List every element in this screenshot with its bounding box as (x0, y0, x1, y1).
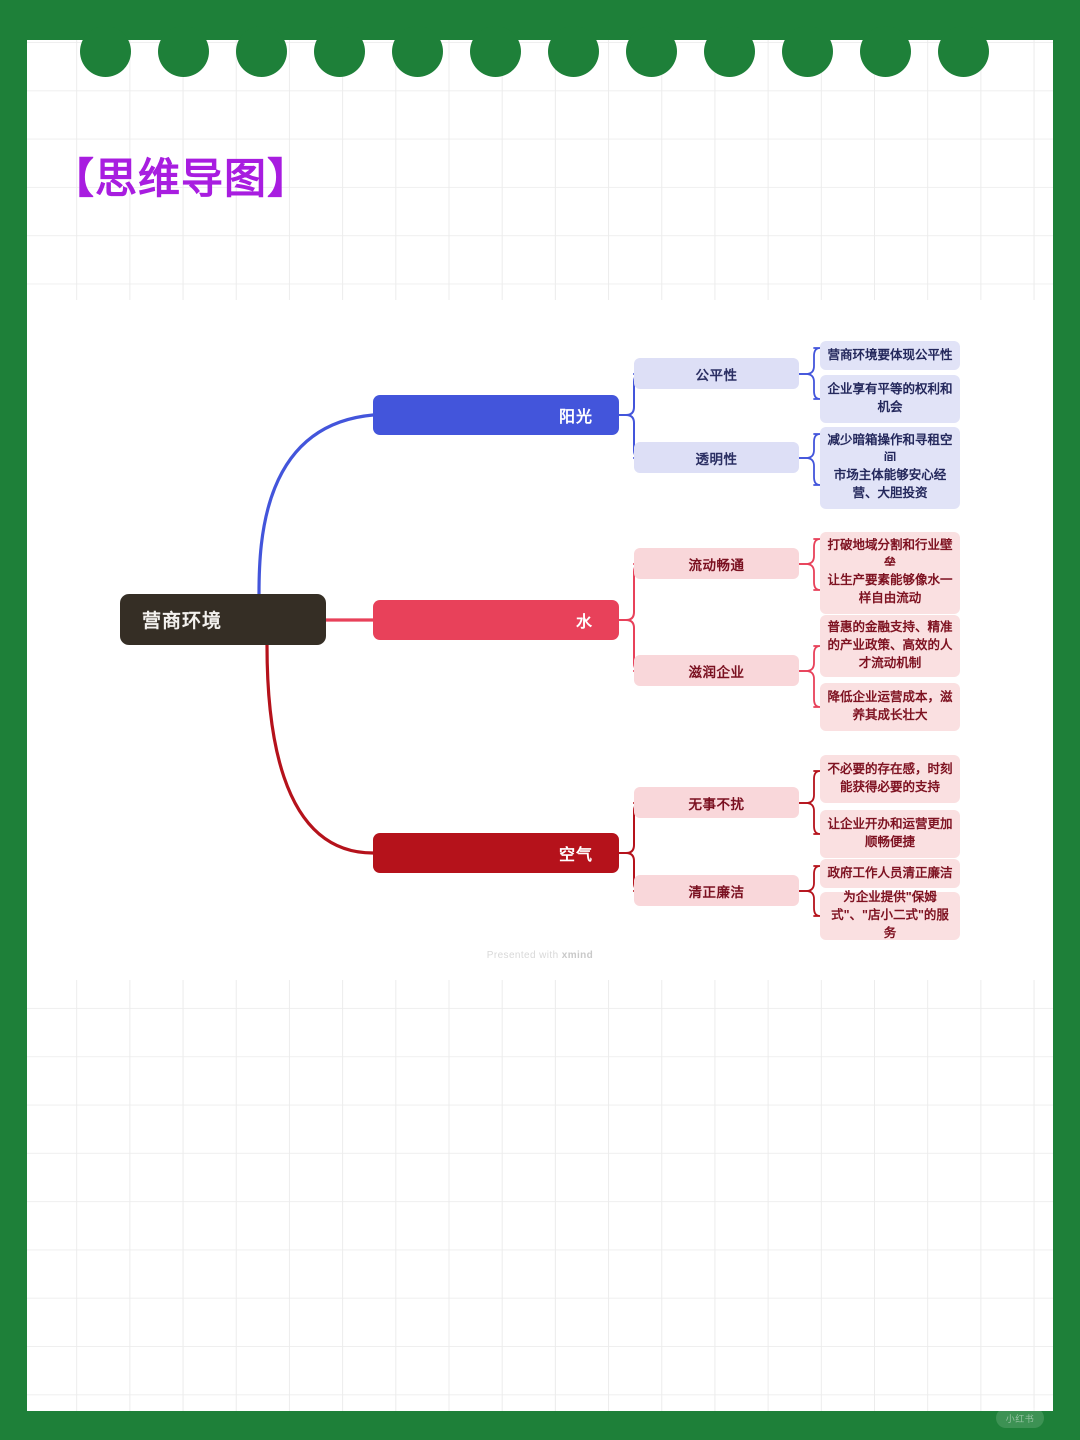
sub-label-flow: 流动畅通 (688, 557, 745, 573)
leaf-label: 让生产要素能够像水一样自由流动 (827, 573, 953, 605)
sub-node-undisturbed[interactable]: 无事不扰 (634, 787, 799, 818)
leaf-label: 降低企业运营成本，滋养其成长壮大 (827, 690, 953, 722)
spiral-ring-bead (470, 26, 521, 77)
sub-node-integrity[interactable]: 清正廉洁 (634, 875, 799, 906)
spiral-ring-bead (626, 26, 677, 77)
mindmap-root-node[interactable]: 营商环境 (120, 594, 326, 645)
frame-right-bar (1053, 0, 1080, 1440)
sub-label-transparency: 透明性 (695, 451, 738, 467)
sub-node-nourish[interactable]: 滋润企业 (634, 655, 799, 686)
leaf-label: 为企业提供"保姆式"、"店小二式"的服务 (831, 890, 949, 940)
leaf-node[interactable]: 让企业开办和运营更加顺畅便捷 (820, 810, 960, 858)
xmind-attribution-prefix: Presented with (486, 950, 562, 961)
xmind-attribution: Presented with xmind (27, 950, 1053, 961)
spiral-ring-bead (548, 26, 599, 77)
sub-label-integrity: 清正廉洁 (688, 884, 745, 900)
sub-node-fairness[interactable]: 公平性 (634, 358, 799, 389)
branch-label-water: 水 (575, 614, 593, 631)
spiral-ring-bead (782, 26, 833, 77)
spiral-ring (782, 0, 833, 80)
spiral-ring-bead (158, 26, 209, 77)
spiral-ring (80, 0, 131, 80)
leaf-label: 政府工作人员清正廉洁 (827, 865, 953, 880)
leaf-node[interactable]: 市场主体能够安心经营、大胆投资 (820, 461, 960, 509)
leaf-node[interactable]: 政府工作人员清正廉洁 (820, 859, 960, 888)
branch-node-air[interactable]: 空气 (373, 833, 619, 873)
sub-node-flow[interactable]: 流动畅通 (634, 548, 799, 579)
spiral-ring (704, 0, 755, 80)
sub-label-undisturbed: 无事不扰 (688, 796, 745, 812)
spiral-ring-bead (860, 26, 911, 77)
spiral-ring (236, 0, 287, 80)
leaf-label: 市场主体能够安心经营、大胆投资 (833, 468, 947, 500)
spiral-ring-bead (314, 26, 365, 77)
spiral-binding (0, 0, 1080, 110)
sub-node-transparency[interactable]: 透明性 (634, 442, 799, 473)
frame-left-bar (0, 0, 27, 1440)
leaf-label: 普惠的金融支持、精准的产业政策、高效的人才流动机制 (827, 620, 953, 670)
leaf-label: 让企业开办和运营更加顺畅便捷 (827, 817, 953, 849)
leaf-node[interactable]: 普惠的金融支持、精准的产业政策、高效的人才流动机制 (820, 615, 960, 677)
spiral-ring (392, 0, 443, 80)
spiral-ring-bead (392, 26, 443, 77)
branch-node-water[interactable]: 水 (373, 600, 619, 640)
page-title: 【思维导图】 (52, 155, 311, 202)
leaf-node[interactable]: 让生产要素能够像水一样自由流动 (820, 566, 960, 614)
root-node-label: 营商环境 (142, 611, 223, 632)
leaf-label: 企业享有平等的权利和机会 (827, 382, 953, 414)
branch-label-sunshine: 阳光 (558, 409, 593, 426)
leaf-node[interactable]: 企业享有平等的权利和机会 (820, 375, 960, 423)
spiral-ring (626, 0, 677, 80)
xiaohongshu-watermark: 小红书 (996, 1408, 1044, 1428)
leaf-node[interactable]: 降低企业运营成本，滋养其成长壮大 (820, 683, 960, 731)
leaf-node[interactable]: 营商环境要体现公平性 (820, 341, 960, 370)
branch-label-air: 空气 (558, 847, 593, 864)
mindmap-canvas: 营商环境 阳光 水 空气 公平性 透明性 流动畅通 滋润企业 无事不扰 清正廉洁… (27, 300, 1053, 980)
spiral-ring (158, 0, 209, 80)
leaf-node[interactable]: 不必要的存在感，时刻能获得必要的支持 (820, 755, 960, 803)
spiral-ring-bead (236, 26, 287, 77)
spiral-ring-bead (938, 26, 989, 77)
spiral-ring (470, 0, 521, 80)
sub-label-nourish: 滋润企业 (688, 664, 745, 680)
spiral-ring (938, 0, 989, 80)
leaf-label: 营商环境要体现公平性 (827, 347, 953, 362)
leaf-node[interactable]: 为企业提供"保姆式"、"店小二式"的服务 (820, 890, 960, 940)
branch-node-sunshine[interactable]: 阳光 (373, 395, 619, 435)
leaf-label: 不必要的存在感，时刻能获得必要的支持 (827, 762, 953, 794)
xmind-brand: xmind (561, 950, 594, 961)
spiral-ring (548, 0, 599, 80)
spiral-ring (314, 0, 365, 80)
spiral-ring (860, 0, 911, 80)
spiral-ring-bead (80, 26, 131, 77)
spiral-ring-bead (704, 26, 755, 77)
sub-label-fairness: 公平性 (695, 367, 738, 383)
frame-bottom-bar (0, 1411, 1080, 1440)
